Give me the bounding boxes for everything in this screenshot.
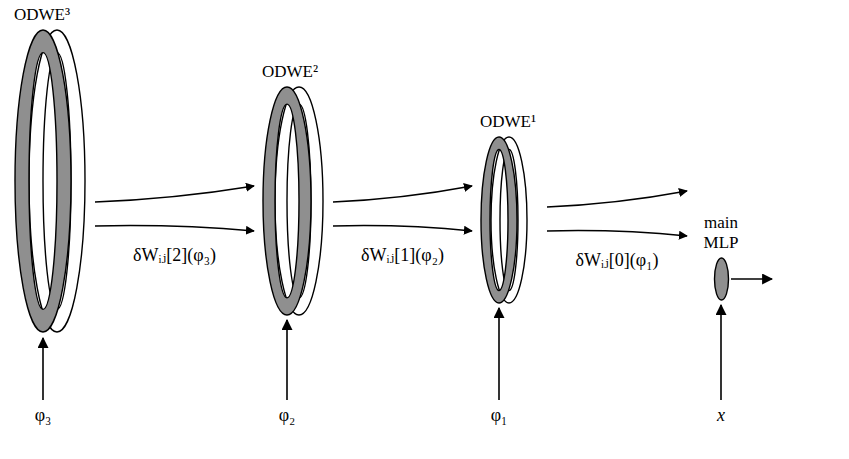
input-arrows: [43, 279, 772, 400]
weight-ring: ODWE²: [262, 62, 325, 316]
input-label: φ₃: [33, 404, 54, 426]
ring-front: [263, 87, 311, 315]
input-label: φ₂: [277, 404, 298, 426]
disk-face: [714, 258, 728, 300]
output-arrow: [731, 278, 772, 280]
input-arrow: [498, 308, 500, 400]
network-disk: main MLP: [695, 213, 747, 301]
input-arrow: [42, 338, 44, 400]
arrow-curve: [95, 226, 254, 231]
ring-shape: [480, 136, 529, 304]
arrow-curve: [333, 226, 472, 231]
weight-ring: ODWE¹: [480, 112, 539, 304]
input-label: x: [715, 404, 727, 426]
ring-shape: [14, 29, 87, 333]
node-heading: main MLP: [695, 213, 747, 253]
edge-label: δWᵢⱼ[2](φ₃): [131, 244, 218, 266]
arrow-curve: [547, 191, 687, 207]
arrow-curve: [547, 231, 687, 236]
weight-flow-arrow: [333, 186, 472, 231]
node-heading: ODWE¹: [480, 112, 539, 132]
node-heading: ODWE²: [262, 62, 325, 82]
weight-flow-arrow: [95, 186, 254, 231]
arrow-curve: [95, 186, 254, 202]
ring-front: [481, 137, 517, 303]
input-arrow: [286, 320, 288, 400]
weight-flow-arrow: [547, 191, 687, 236]
input-label: φ₁: [489, 404, 510, 426]
edge-label: δWᵢⱼ[0](φ₁): [574, 249, 661, 271]
disk-shape: [713, 257, 730, 301]
ring-front: [15, 30, 71, 332]
ring-shape: [262, 86, 325, 316]
edge-label: δWᵢⱼ[1](φ₂): [359, 244, 446, 266]
arrow-curve: [333, 186, 472, 202]
weight-ring: ODWE³: [14, 5, 87, 333]
node-heading: ODWE³: [14, 5, 87, 25]
input-arrow: [720, 305, 722, 400]
